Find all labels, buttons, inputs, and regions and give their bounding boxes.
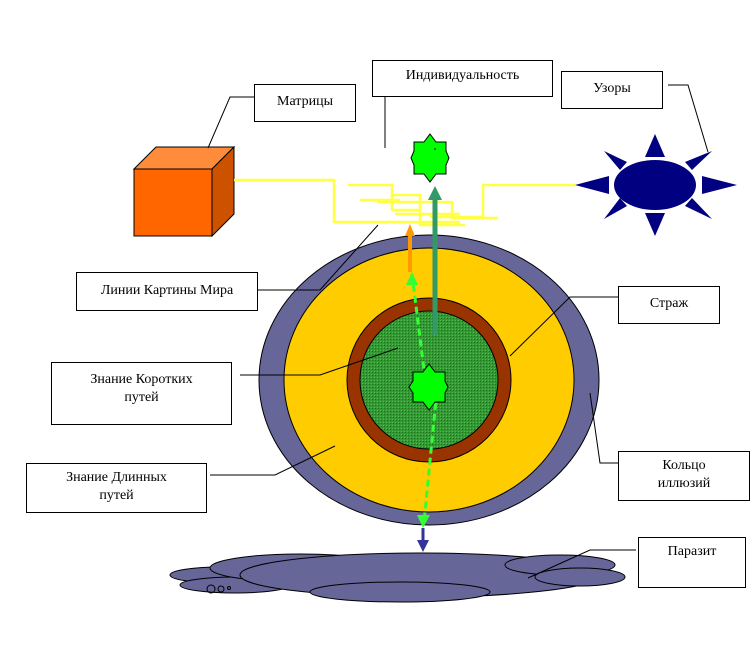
label-individuality-text: Индивидуальность xyxy=(405,68,520,83)
parasite-arrow xyxy=(417,528,429,552)
center-star-icon xyxy=(408,363,449,411)
individuality-star-icon xyxy=(410,133,450,183)
label-short-paths: Знание Коротких путей xyxy=(51,362,232,425)
leader-lines xyxy=(207,84,709,579)
label-illusion-ring-line1: Кольцо xyxy=(662,458,706,473)
label-parasite: Паразит xyxy=(638,537,746,588)
orange-arrow-up xyxy=(405,224,415,272)
label-patterns: Узоры xyxy=(561,71,663,109)
label-long-paths-line1: Знание Длинных xyxy=(66,470,167,485)
parasite-cloud xyxy=(169,552,626,603)
label-illusion-ring-line2: иллюзий xyxy=(657,476,711,491)
label-patterns-text: Узоры xyxy=(593,81,631,96)
label-illusion-ring: Кольцо иллюзий xyxy=(618,451,750,501)
label-individuality: Индивидуальность xyxy=(372,60,553,97)
label-short-paths-line1: Знание Коротких xyxy=(90,372,193,387)
label-long-paths: Знание Длинных путей xyxy=(26,463,207,513)
patterns-sun-icon xyxy=(575,134,737,236)
label-matrices: Матрицы xyxy=(254,84,356,122)
world-picture-lines xyxy=(234,178,575,227)
label-parasite-text: Паразит xyxy=(667,544,717,559)
label-guard-text: Страж xyxy=(649,296,689,311)
label-world-picture-lines: Линии Картины Мира xyxy=(76,272,258,311)
label-guard: Страж xyxy=(618,286,720,324)
label-world-picture-lines-text: Линии Картины Мира xyxy=(100,283,234,298)
teal-arrow-up xyxy=(428,186,442,335)
label-long-paths-line2: путей xyxy=(99,488,134,503)
label-short-paths-line2: путей xyxy=(124,390,159,405)
label-matrices-text: Матрицы xyxy=(277,94,333,109)
matrix-cube-icon xyxy=(132,145,236,238)
